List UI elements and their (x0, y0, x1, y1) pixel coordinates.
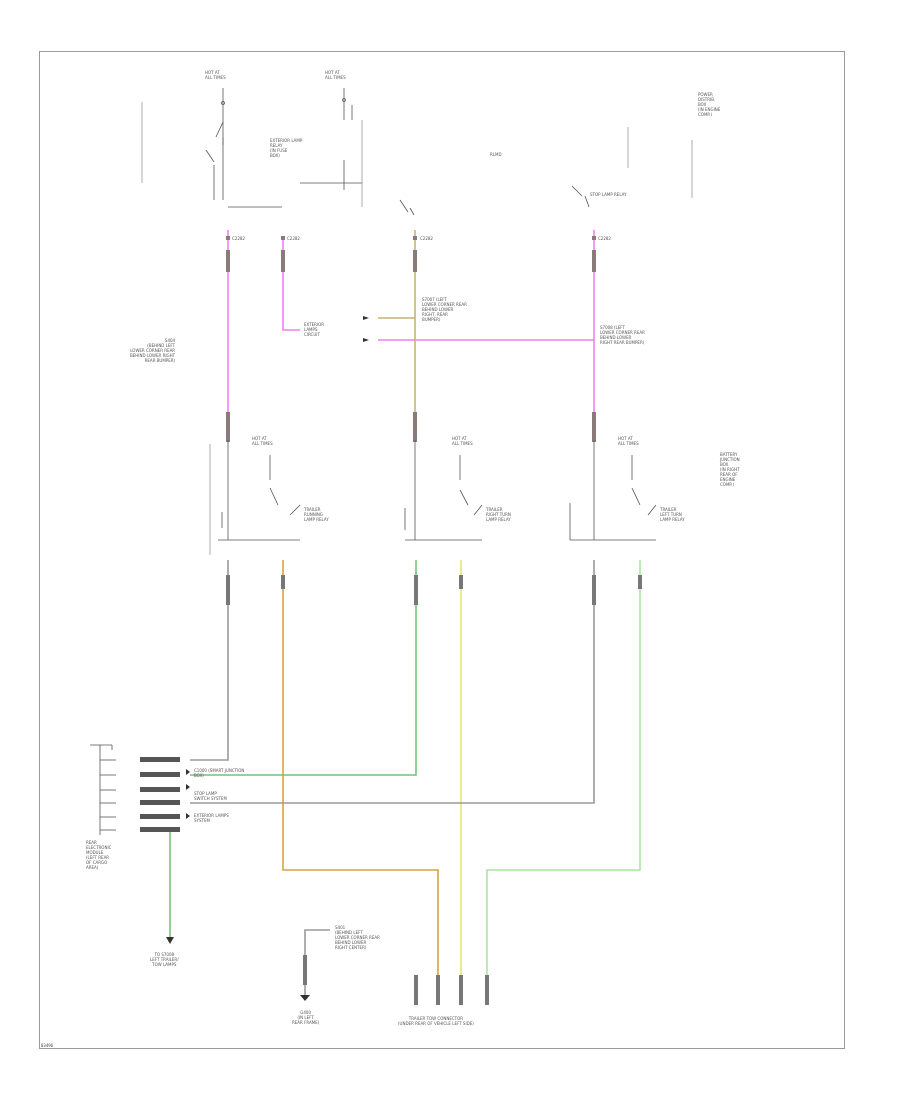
label-rem: REAR ELECTRONIC MODULE (LEFT REAR OF CAR… (86, 840, 112, 870)
wire-green-center (190, 560, 417, 776)
wire-gray-left (190, 560, 229, 761)
label-left-lamps: TO S7008 LEFT TRAILER/ TOW LAMPS (150, 952, 179, 967)
rem-pins (140, 757, 180, 832)
label-ground: G400 (IN LEFT REAR FRAME) (292, 1010, 320, 1025)
label-fuse-relay-2: HOT AT ALL TIMES (452, 436, 473, 446)
label-conn-right: C2282 (598, 236, 611, 241)
label-conn-left-1: C2282 (232, 236, 245, 241)
label-splice-right: S7008 (LEFT LOWER CORNER REAR BEHIND LOW… (600, 325, 645, 345)
label-conn-left-2: C2282 (287, 236, 300, 241)
label-rem-row-2: STOP LAMP SWITCH SYSTEM (194, 791, 227, 801)
wire-tan (378, 230, 416, 440)
label-center-top: RLMD (490, 152, 502, 157)
label-splice-left: S404 (BEHIND LEFT LOWER CORNER REAR BEHI… (130, 338, 176, 363)
label-battery-junction: BATTERY JUNCTION BOX (IN RIGHT REAR OF E… (720, 452, 740, 487)
enclosure-dashes (141, 102, 693, 555)
label-relay-3: TRAILER LEFT TURN LAMP RELAY (660, 507, 685, 522)
label-fuse-center: HOT AT ALL TIMES (325, 70, 346, 80)
connector-marks (226, 236, 596, 442)
label-exterior-lamp: EXTERIOR LAMPS CIRCUIT (304, 322, 325, 337)
label-rem-row-3: EXTERIOR LAMPS SYSTEM (194, 813, 229, 823)
relay-row (218, 440, 657, 541)
relay-top-center (399, 185, 590, 216)
connector-marks-lower (226, 575, 642, 1005)
label-relay-1: TRAILER RUNNING LAMP RELAY (304, 507, 329, 522)
label-splice-bottom: S401 (BEHIND LEFT LOWER CORNER REAR BEHI… (335, 925, 380, 950)
ground-symbol (166, 937, 310, 1001)
label-trailer-connector: TRAILER TOW CONNECTOR (UNDER REAR OF VEH… (398, 1016, 474, 1026)
label-fuse-left: HOT AT ALL TIMES (205, 70, 226, 80)
wire-gray-right (190, 560, 595, 804)
label-relay-note-top: EXTERIOR LAMP RELAY (IN FUSE BOX) (270, 138, 303, 158)
label-splice-center: S7007 (LEFT LOWER CORNER REAR BEHIND LOW… (422, 297, 467, 322)
label-fuse-relay-3: HOT AT ALL TIMES (618, 436, 639, 446)
rem-arrows (186, 769, 190, 819)
label-power-dist: POWER DISTRIB. BOX (IN ENGINE COMP.) (698, 92, 721, 117)
label-relay-right-top: STOP LAMP RELAY (590, 192, 627, 197)
label-rem-row-1: C1000 (SMART JUNCTION BOX) (194, 768, 245, 778)
wire-green-right (486, 560, 641, 1005)
rem-connector (90, 744, 116, 835)
wire-orange (282, 560, 439, 1005)
label-relay-2: TRAILER RIGHT TURN LAMP RELAY (486, 507, 511, 522)
fuse-center-top (300, 88, 362, 190)
fuse-left-top (205, 88, 225, 200)
splice-arrows (363, 316, 369, 342)
wire-ground (304, 929, 330, 1000)
label-fuse-relay-1: HOT AT ALL TIMES (252, 436, 273, 446)
diagram-frame (39, 51, 845, 1049)
diagram-stamp: 03496 (41, 1043, 54, 1048)
label-conn-center: C2282 (420, 236, 433, 241)
